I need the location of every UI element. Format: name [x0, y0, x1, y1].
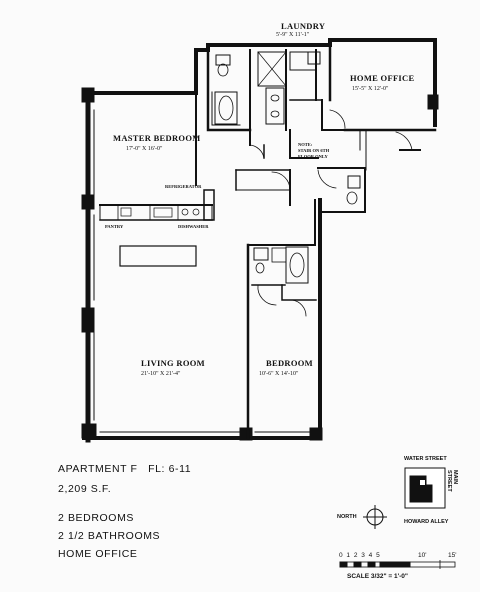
keymap-building — [409, 475, 433, 503]
note-line-1: NOTE: — [298, 142, 313, 147]
room-dim-bedroom: 10'-6" X 14'-10" — [259, 371, 299, 377]
room-name-home-office: HOME OFFICE — [350, 73, 415, 83]
scale-label: SCALE 3/32" = 1'-0" — [347, 573, 408, 580]
apartment-floors: FL: 6-11 — [148, 463, 192, 475]
scale-ticks: 0 1 2 3 4 5 — [339, 552, 381, 559]
keymap-north: NORTH — [337, 514, 357, 520]
room-name-living-room: LIVING ROOM — [141, 358, 205, 368]
room-dim-living-room: 21'-10" X 21'-4" — [141, 371, 181, 377]
note-line-3: FLOOR ONLY — [298, 154, 328, 159]
note-line-2: STAIR ON 6TH — [298, 148, 330, 153]
scale-fifteen: 15' — [448, 552, 457, 559]
room-dim-home-office: 15'-5" X 12'-0" — [352, 86, 389, 92]
room-name-bedroom: BEDROOM — [266, 358, 313, 368]
apartment-bathrooms: 2 1/2 BATHROOMS — [58, 530, 161, 542]
scale-ten: 10' — [418, 552, 427, 559]
room-name-laundry: LAUNDRY — [281, 21, 326, 31]
apartment-title: APARTMENT F FL: 6-11 — [58, 463, 191, 475]
room-name-master-bedroom: MASTER BEDROOM — [113, 133, 201, 143]
scale-bar — [339, 560, 456, 569]
north-arrow-icon — [363, 505, 387, 529]
label-pantry: PANTRY — [105, 224, 124, 229]
label-dishwasher: DISHWASHER — [178, 224, 209, 229]
room-dim-master-bedroom: 17'-0" X 16'-0" — [126, 146, 163, 152]
keymap-water-street: WATER STREET — [404, 456, 447, 462]
apartment-bedrooms: 2 BEDROOMS — [58, 512, 135, 524]
apartment-office: HOME OFFICE — [58, 548, 138, 560]
room-dim-laundry: 5'-9" X 11'-1" — [276, 32, 310, 38]
label-refrigerator: REFRIGERATOR — [165, 184, 202, 189]
apartment-area: 2,209 S.F. — [58, 483, 112, 495]
keymap-main-street: MAIN STREET — [446, 470, 458, 492]
apartment-name: APARTMENT F — [58, 463, 138, 475]
keymap-howard-alley: HOWARD ALLEY — [404, 519, 449, 525]
